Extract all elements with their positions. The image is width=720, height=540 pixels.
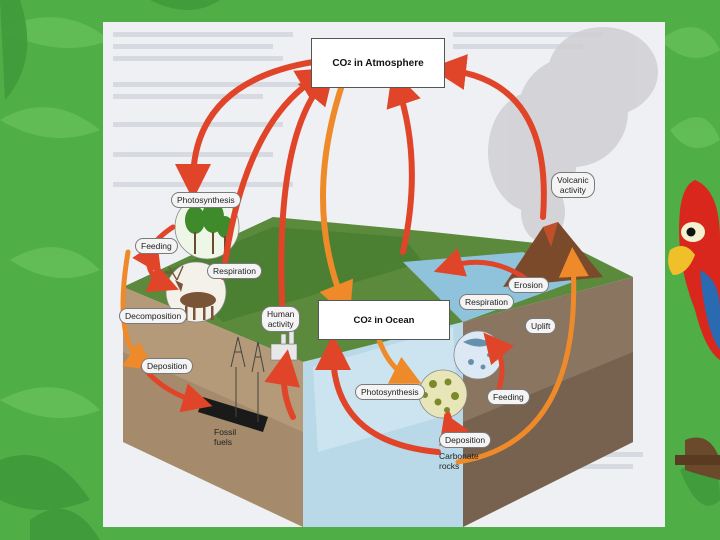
arrow-plankton-to-deposition: [448, 414, 451, 434]
label-photosynthesis-land: Photosynthesis: [171, 192, 241, 208]
label-respiration-ocean: Respiration: [459, 294, 514, 310]
ocean-co-text: CO: [354, 315, 368, 326]
label-feeding-ocean: Feeding: [487, 389, 530, 405]
volcanic-line-2: activity: [560, 185, 586, 195]
volcano-smoke: [488, 27, 658, 242]
label-fossil-fuels: Fossil fuels: [214, 427, 236, 447]
ocean-organisms-illustration: [454, 331, 502, 379]
human-activity-line-1: Human: [267, 309, 294, 319]
atmosphere-co-text: CO: [332, 58, 347, 69]
carbonate-line-1: Carbonate: [439, 451, 479, 461]
label-carbonate-rocks: Carbonate rocks: [439, 451, 479, 471]
volcanic-line-1: Volcanic: [557, 175, 589, 185]
label-human-activity: Human activity: [261, 306, 300, 332]
human-activity-line-2: activity: [268, 319, 294, 329]
ocean-label-text: in Ocean: [372, 315, 415, 326]
carbonate-line-2: rocks: [439, 461, 459, 471]
label-deposition-land: Deposition: [141, 358, 193, 374]
parrot-illustration: [665, 180, 720, 540]
arrow-ocean-to-atmosphere: [398, 87, 412, 252]
label-decomposition: Decomposition: [119, 308, 187, 324]
label-erosion: Erosion: [508, 277, 549, 293]
fossil-fuels-line-1: Fossil: [214, 427, 236, 437]
label-volcanic-activity: Volcanic activity: [551, 172, 595, 198]
label-uplift: Uplift: [525, 318, 556, 334]
label-photosynthesis-ocean: Photosynthesis: [355, 384, 425, 400]
label-feeding-land: Feeding: [135, 238, 178, 254]
fossil-fuels-line-2: fuels: [214, 437, 232, 447]
atmosphere-label-text: in Atmosphere: [351, 58, 423, 69]
label-respiration-land: Respiration: [207, 263, 262, 279]
carbon-cycle-diagram: [103, 22, 665, 527]
label-deposition-ocean: Deposition: [439, 432, 491, 448]
